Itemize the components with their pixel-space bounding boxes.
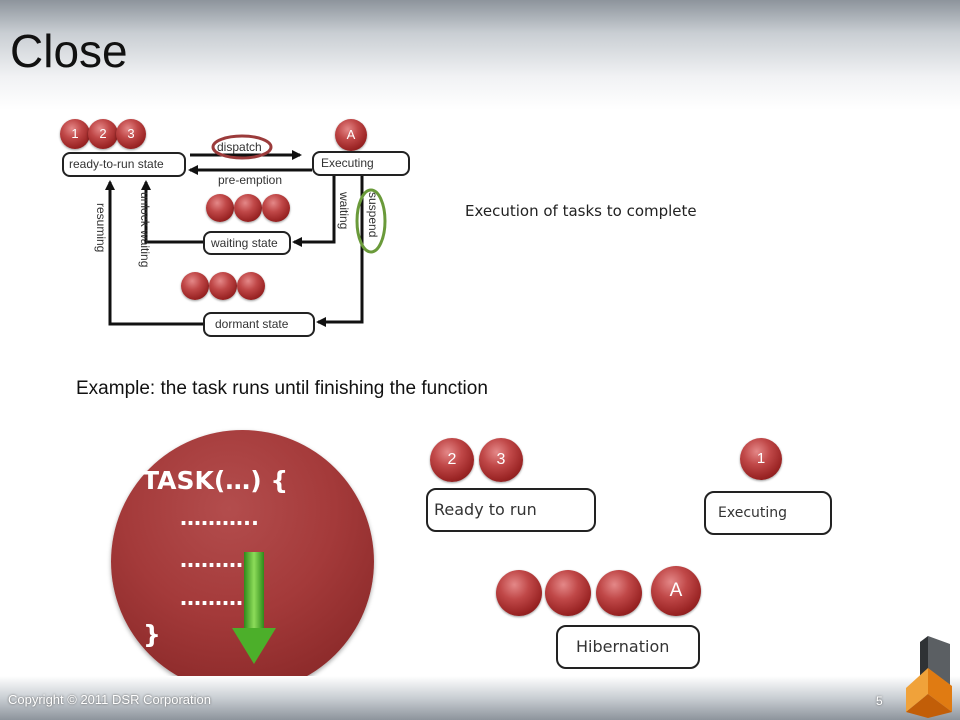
ball-label: 1 <box>756 450 766 467</box>
hibernation-ball <box>545 570 591 616</box>
dormant-state: dormant state <box>203 312 315 337</box>
ready-ball-3-lower: 3 <box>479 438 523 482</box>
dormant-ball <box>237 272 265 300</box>
waiting-ball <box>234 194 262 222</box>
box-label: Hibernation <box>576 637 670 656</box>
ready-to-run-state: ready-to-run state <box>62 152 186 177</box>
dispatch-label: dispatch <box>217 140 262 154</box>
page-number: 5 <box>876 694 883 708</box>
copyright-text: Copyright © 2011 DSR Corporation <box>8 692 211 707</box>
waiting-ball <box>206 194 234 222</box>
ready-ball-2-lower: 2 <box>430 438 474 482</box>
hibernation-box: Hibernation <box>556 625 700 669</box>
executing-box: Executing <box>704 491 832 535</box>
code-line-closing-brace: } <box>143 620 161 649</box>
waiting-state: waiting state <box>203 231 291 255</box>
box-label: Ready to run <box>434 500 537 519</box>
state-label: Executing <box>321 156 374 170</box>
suspend-arrow <box>316 176 364 327</box>
hibernation-ball-a: A <box>651 566 701 616</box>
unlock-waiting-arrow <box>141 180 203 244</box>
dormant-ball <box>209 272 237 300</box>
ready-ball-3: 3 <box>116 119 146 149</box>
ready-to-run-box: Ready to run <box>426 488 596 532</box>
preemption-label: pre-emption <box>218 173 283 187</box>
company-logo-icon <box>906 636 952 718</box>
dormant-ball <box>181 272 209 300</box>
ball-label: A <box>669 580 683 601</box>
code-line-header: TASK(…) { <box>142 466 289 495</box>
state-label: ready-to-run state <box>69 157 164 171</box>
ready-ball-2: 2 <box>88 119 118 149</box>
state-label: waiting state <box>211 236 278 250</box>
ball-label: 3 <box>127 126 135 141</box>
hibernation-ball <box>496 570 542 616</box>
resuming-arrow <box>105 180 203 326</box>
ball-label: 3 <box>496 451 506 468</box>
waiting-ball <box>262 194 290 222</box>
slide-title: Close <box>10 25 128 77</box>
waiting-arrow <box>292 176 336 247</box>
ball-label: 2 <box>447 451 457 468</box>
box-label: Executing <box>718 505 788 521</box>
ready-ball-1: 1 <box>60 119 90 149</box>
hibernation-ball <box>596 570 642 616</box>
dispatch-highlight <box>211 134 273 160</box>
executing-ball-1-lower: 1 <box>740 438 782 480</box>
executing-state: Executing <box>312 151 410 176</box>
side-note: Execution of tasks to complete <box>465 202 697 220</box>
code-line-body: ……….. <box>180 506 259 530</box>
state-label: dormant state <box>215 317 289 331</box>
ball-label: A <box>346 127 356 142</box>
ball-label: 2 <box>99 126 107 141</box>
task-circle <box>111 430 374 693</box>
executing-ball-a: A <box>335 119 367 151</box>
example-caption: Example: the task runs until finishing t… <box>76 378 488 399</box>
footer-band <box>0 676 960 720</box>
ball-label: 1 <box>71 126 79 141</box>
suspend-highlight <box>355 188 387 254</box>
title-band <box>0 0 960 110</box>
